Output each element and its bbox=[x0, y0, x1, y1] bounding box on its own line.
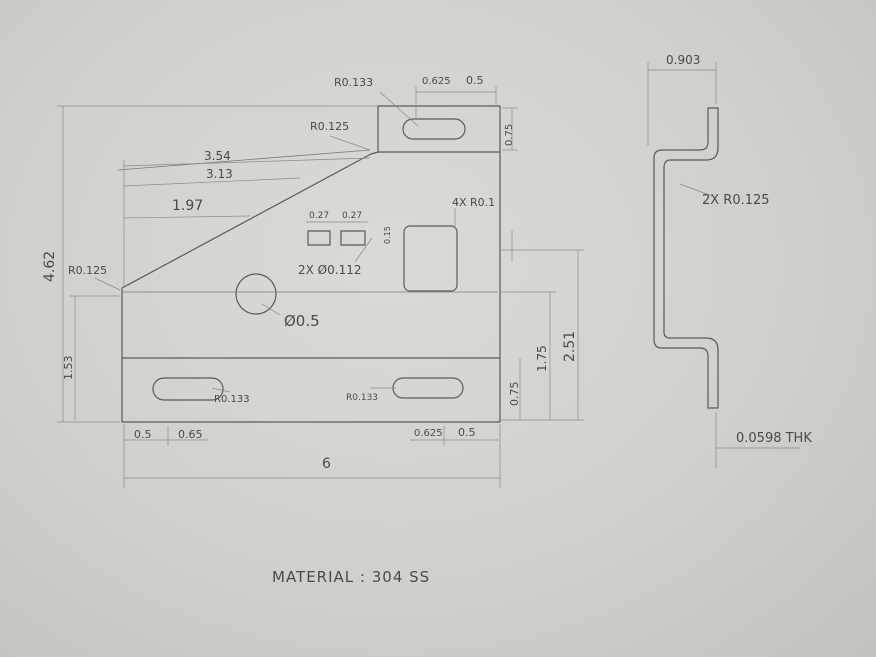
small-hole-dim-2: 0.27 bbox=[342, 211, 362, 221]
right-dim-251: 2.51 bbox=[562, 331, 578, 362]
dim-top-slot-b: 0.5 bbox=[466, 74, 484, 87]
dim-top-slot-a: 0.625 bbox=[422, 76, 451, 87]
dim-313: 3.13 bbox=[206, 167, 233, 181]
slot-left-radius: R0.133 bbox=[214, 394, 250, 405]
dim-197: 1.97 bbox=[172, 198, 203, 214]
side-thickness: 0.0598 THK bbox=[736, 431, 812, 446]
slot-right-radius: R0.133 bbox=[346, 393, 378, 403]
ref-line bbox=[117, 149, 371, 171]
right-dim-075: 0.75 bbox=[508, 382, 521, 407]
right-dim-175: 1.75 bbox=[535, 345, 549, 372]
dim-width: 6 bbox=[322, 456, 331, 472]
small-hole-dim-3: 0.15 bbox=[383, 226, 392, 244]
rect-cutout bbox=[403, 225, 458, 292]
rect-cutout-note: 4X R0.1 bbox=[452, 196, 495, 209]
bottom-right-slot bbox=[392, 377, 464, 399]
small-holes-note: 2X Ø0.112 bbox=[298, 263, 361, 277]
top-slot bbox=[402, 118, 466, 140]
dim-top-tab-height: 0.75 bbox=[504, 124, 515, 146]
side-profile-inner bbox=[663, 107, 719, 409]
part-outline bbox=[121, 105, 501, 423]
bottom-left-b: 0.65 bbox=[178, 428, 203, 441]
side-view bbox=[647, 62, 800, 468]
side-bend-radius: 2X R0.125 bbox=[702, 193, 770, 208]
dimensions bbox=[57, 86, 584, 488]
annotations: 6 4.62 R0.133 0.625 0.5 0.75 R0.125 R0.1… bbox=[42, 53, 812, 586]
dim-354: 3.54 bbox=[204, 149, 231, 163]
side-top-width: 0.903 bbox=[666, 53, 700, 67]
center-hole bbox=[235, 273, 277, 315]
bottom-left-slot bbox=[152, 377, 224, 401]
bottom-left-a: 0.5 bbox=[134, 428, 152, 441]
center-hole-note: Ø0.5 bbox=[284, 312, 320, 330]
small-hole-right bbox=[340, 230, 366, 246]
bottom-right-a: 0.625 bbox=[414, 428, 443, 439]
bottom-right-b: 0.5 bbox=[458, 426, 476, 439]
corner-radius-left: R0.125 bbox=[68, 264, 107, 277]
corner-radius-top: R0.125 bbox=[310, 120, 349, 133]
side-profile-outer bbox=[653, 107, 709, 409]
small-hole-dim-1: 0.27 bbox=[309, 211, 329, 221]
material-note: MATERIAL : 304 SS bbox=[272, 568, 430, 586]
dim-left-height: 1.53 bbox=[62, 356, 75, 381]
front-view bbox=[117, 105, 501, 423]
dim-height: 4.62 bbox=[42, 251, 58, 282]
dim-top-slot-radius: R0.133 bbox=[334, 76, 373, 89]
small-hole-left bbox=[307, 230, 331, 246]
